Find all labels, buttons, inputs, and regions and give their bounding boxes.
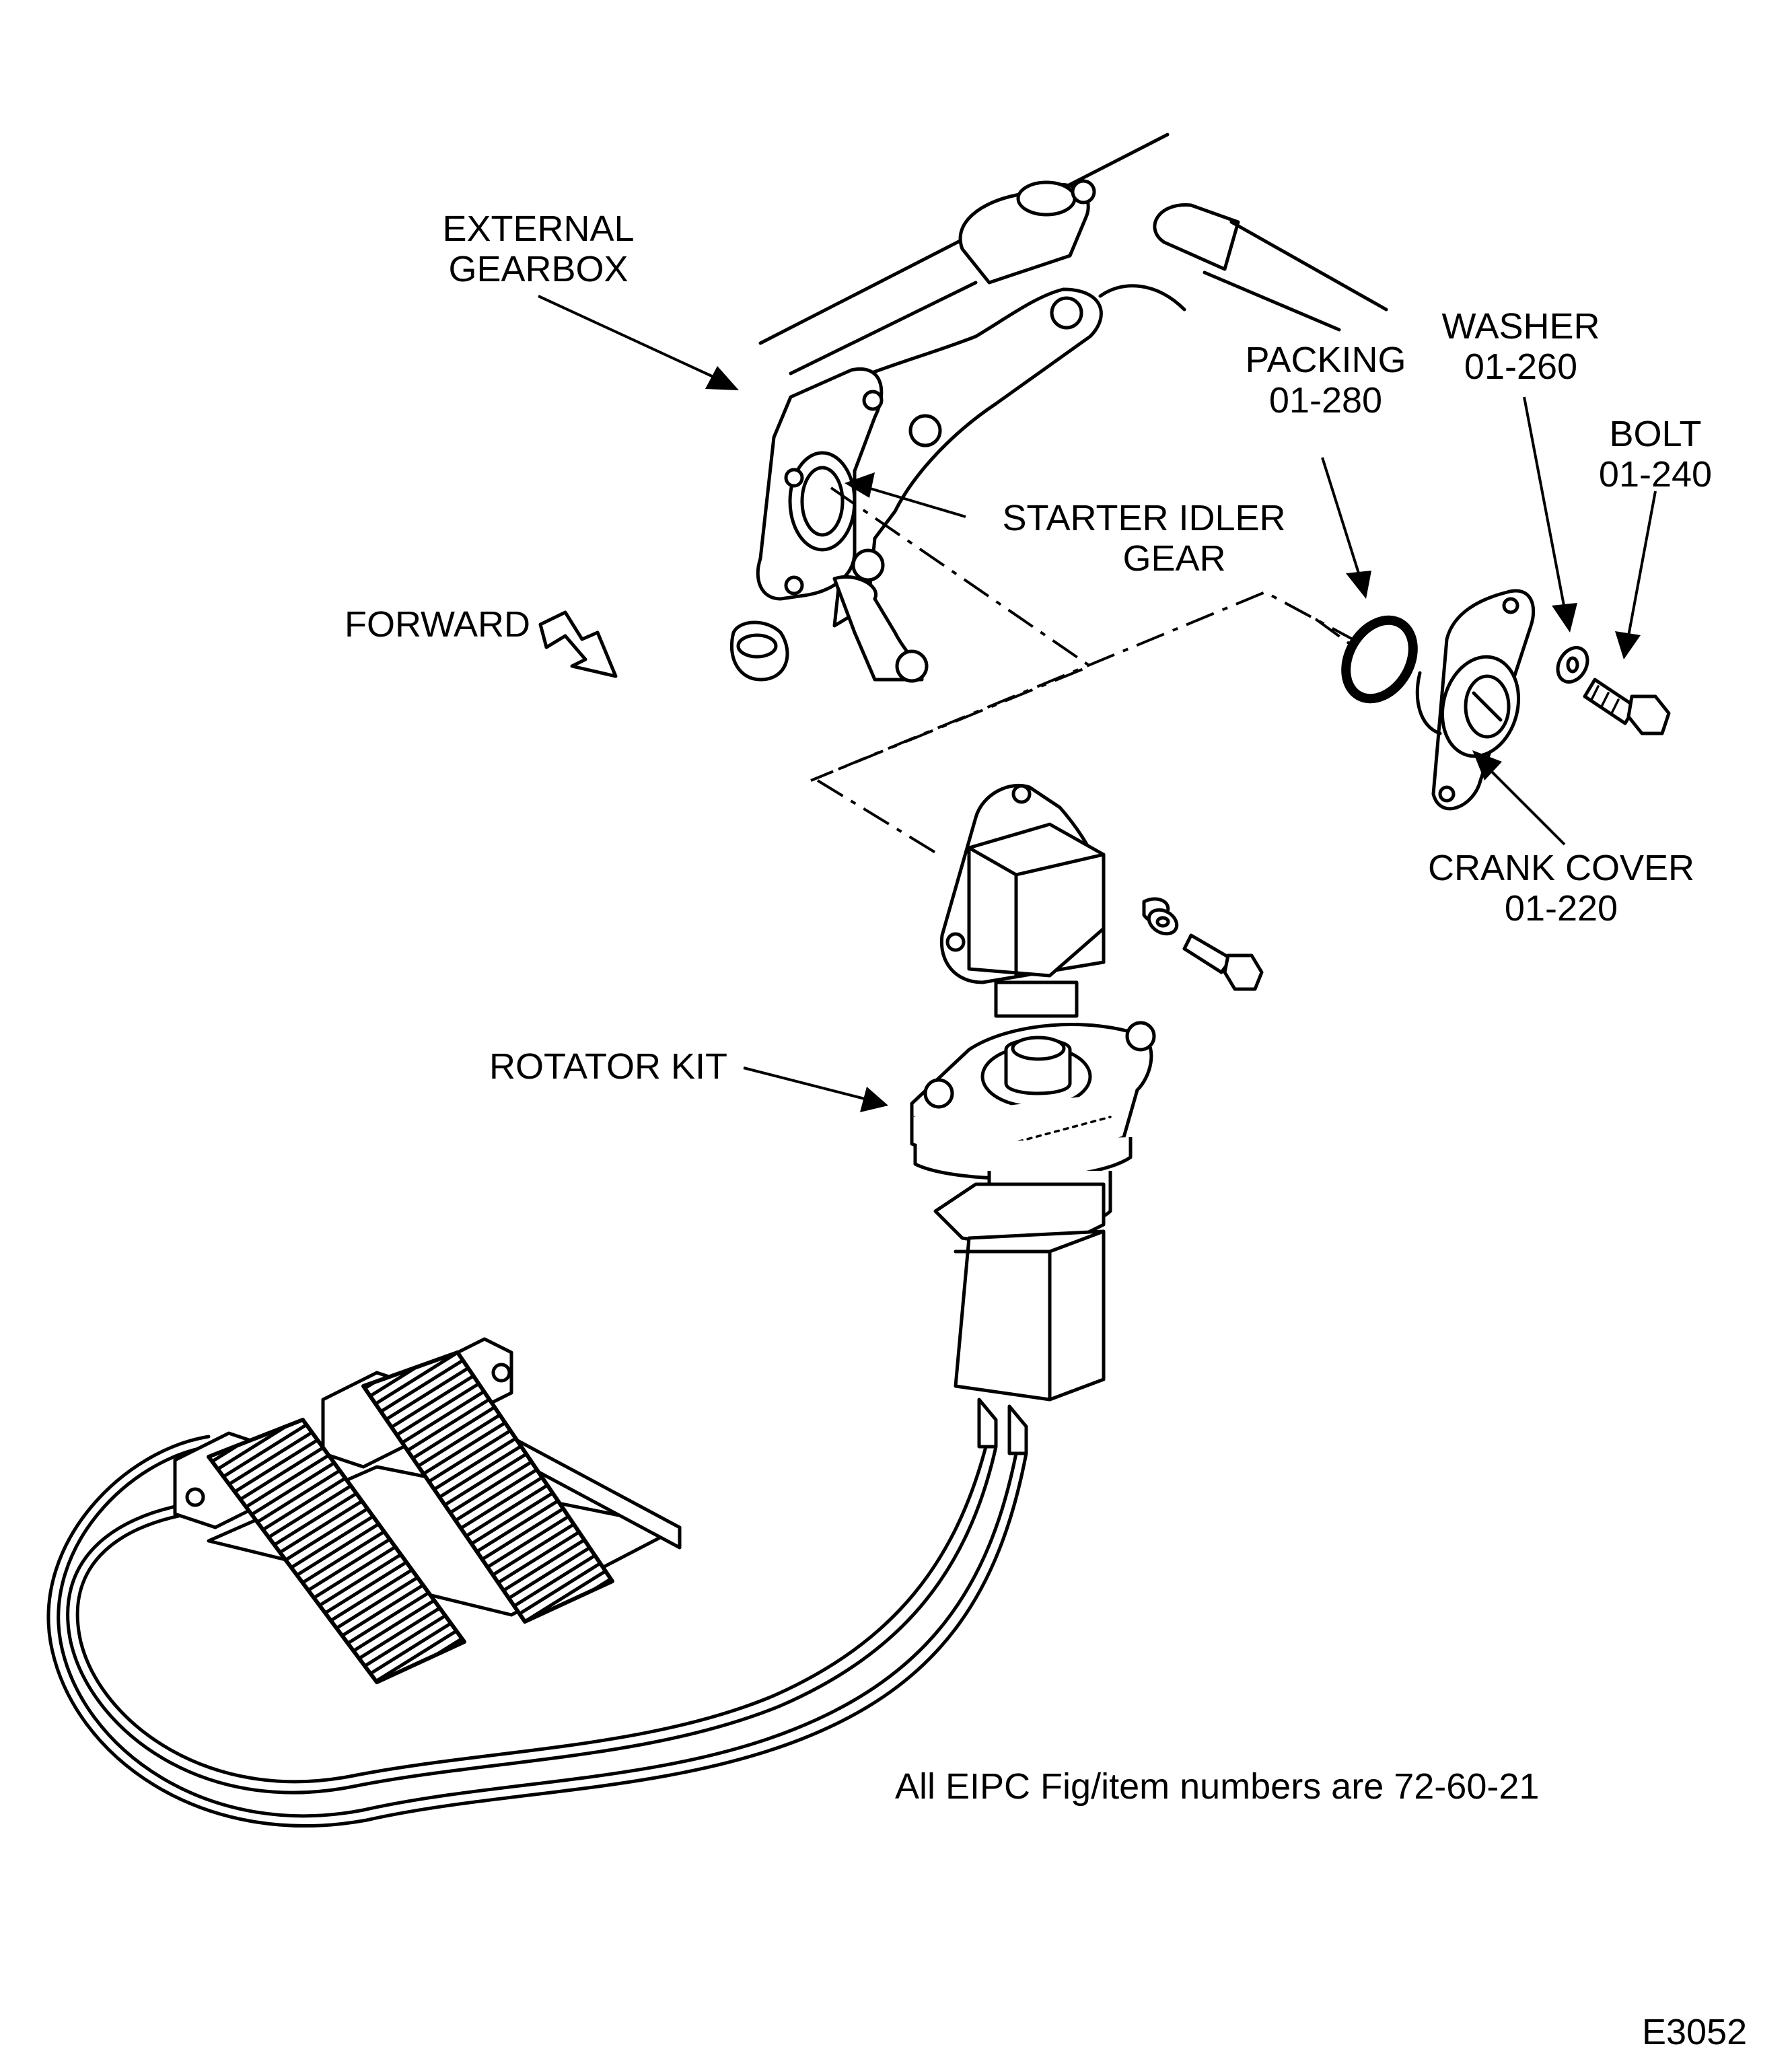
label-packing-line2: 01-280: [1268, 380, 1383, 421]
bolt-part: [1583, 678, 1671, 735]
label-starter-idler-gear-line2: GEAR: [1122, 538, 1226, 579]
label-packing-line1: PACKING: [1245, 340, 1406, 380]
label-crank-cover: CRANK COVER 01-220: [1413, 848, 1709, 929]
hose-assembly: [46, 1435, 1028, 1828]
figure-id: E3052: [1642, 2012, 1748, 2052]
assembly-centerline: [810, 486, 1353, 782]
label-bolt-line1: BOLT: [1609, 414, 1702, 454]
packing-part: [1341, 615, 1418, 704]
pedal-assembly: [173, 1337, 682, 1684]
label-rotator-kit: ROTATOR KIT: [489, 1046, 728, 1087]
label-starter-idler-gear-line1: STARTER IDLER: [1002, 498, 1286, 538]
label-external-gearbox-line2: GEARBOX: [448, 249, 629, 289]
label-washer: WASHER 01-260: [1420, 306, 1622, 387]
label-bolt: BOLT 01-240: [1568, 414, 1743, 495]
label-crank-cover-line1: CRANK COVER: [1427, 848, 1695, 888]
rotator-kit-part: [910, 783, 1264, 1455]
crank-cover-part: [1415, 589, 1536, 811]
washer-part: [1556, 646, 1589, 684]
label-crank-cover-line2: 01-220: [1504, 888, 1618, 929]
label-packing: PACKING 01-280: [1218, 340, 1433, 421]
label-starter-idler-gear: STARTER IDLER GEAR: [969, 498, 1319, 579]
forward-arrow-icon: [538, 610, 618, 678]
label-bolt-line2: 01-240: [1598, 454, 1713, 495]
label-external-gearbox: EXTERNAL GEARBOX: [410, 209, 666, 289]
label-washer-line1: WASHER: [1441, 306, 1600, 347]
external-gearbox-part: [729, 133, 1388, 683]
leader-lines: [538, 295, 1657, 1112]
footnote: All EIPC Fig/item numbers are 72-60-21: [895, 1766, 1540, 1807]
label-external-gearbox-line1: EXTERNAL: [442, 209, 635, 249]
label-forward: FORWARD: [345, 604, 530, 645]
label-washer-line2: 01-260: [1464, 347, 1578, 387]
